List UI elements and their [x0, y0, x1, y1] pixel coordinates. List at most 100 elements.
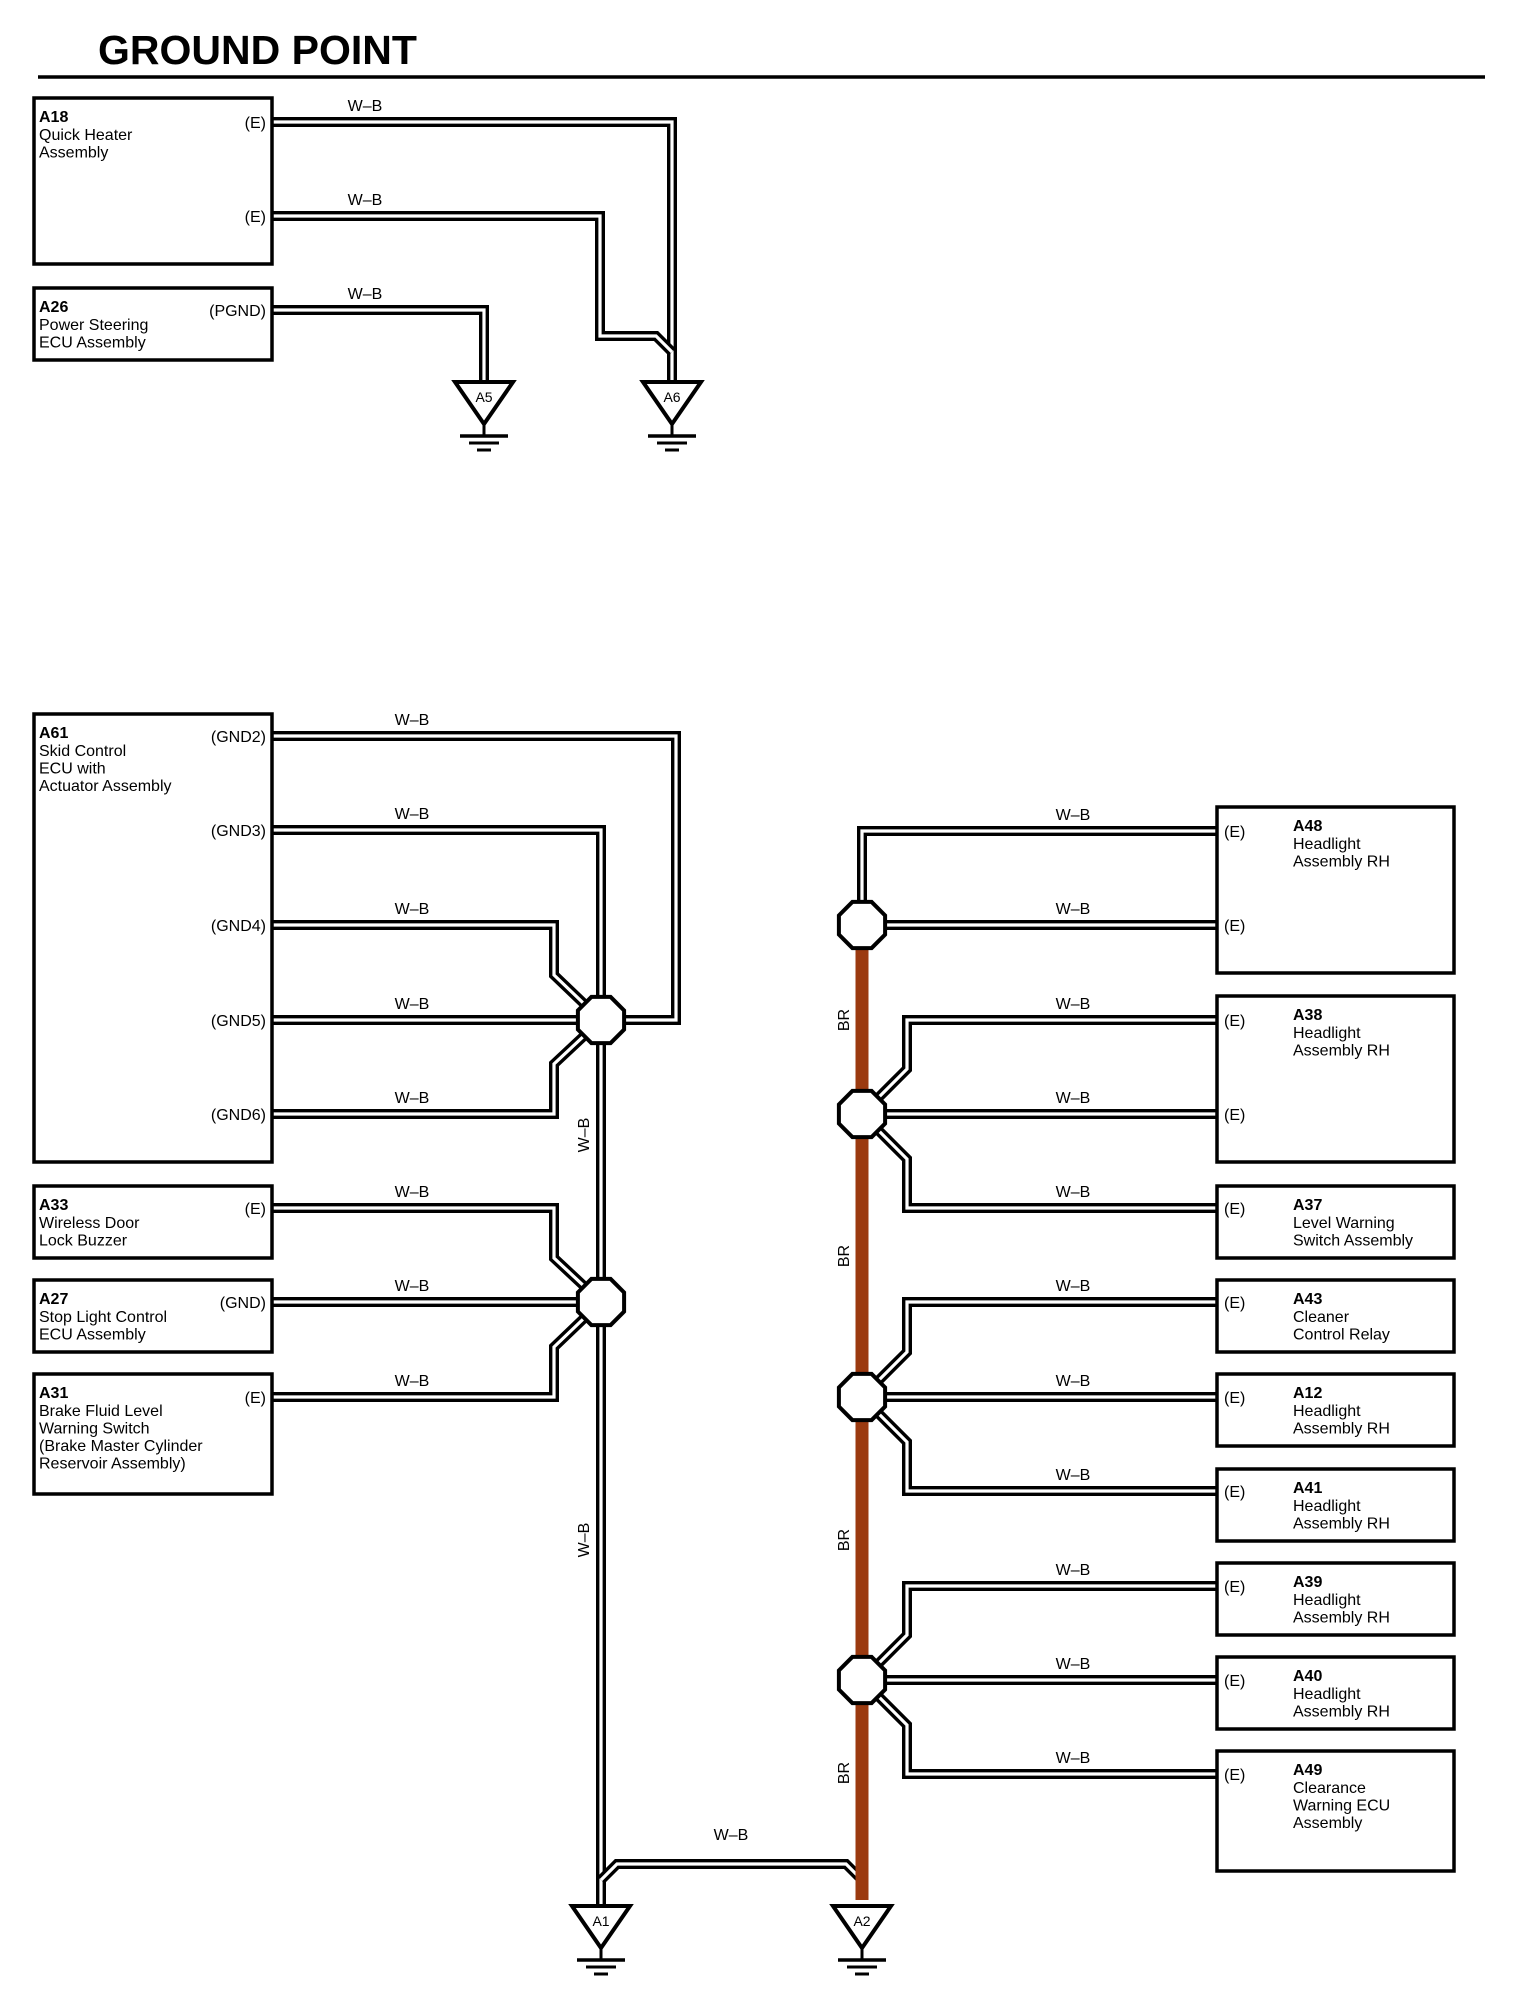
wire-color-label: W–B — [395, 996, 430, 1013]
wire-labels-layer: W–B W–B W–B W–B W–B W–B W–B W–B W–B W–B W–B W–B W–B W… — [348, 98, 1091, 1844]
component-description: Power Steering — [39, 317, 148, 334]
component-code: A48 — [1293, 818, 1322, 835]
pin-label: (E) — [245, 1201, 266, 1218]
ground-point-a5: A5 — [451, 380, 517, 452]
wire-a38-e1 — [858, 1015, 1217, 1118]
wire-color-label: W–B — [1056, 807, 1091, 824]
component-description: ECU with — [39, 761, 106, 778]
wire-color-label: W–B — [1056, 901, 1091, 918]
component-description: Assembly RH — [1293, 854, 1390, 871]
wire-color-label: BR — [836, 1762, 853, 1784]
component-code: A40 — [1293, 1668, 1322, 1685]
pin-label: (E) — [1224, 1201, 1245, 1218]
component-description: Assembly — [39, 145, 108, 162]
pin-label: (E) — [1224, 1673, 1245, 1690]
wire-color-label: W–B — [395, 1278, 430, 1295]
wire-color-label: W–B — [576, 1118, 593, 1153]
component-description: Assembly RH — [1293, 1421, 1390, 1438]
wire-color-label: W–B — [348, 98, 383, 115]
component-code: A43 — [1293, 1291, 1322, 1308]
pin-label: (E) — [1224, 1013, 1245, 1030]
pin-label: (E) — [1224, 1107, 1245, 1124]
page-title: GROUND POINT — [98, 27, 417, 73]
component-code: A61 — [39, 725, 68, 742]
component-description: Brake Fluid Level — [39, 1403, 163, 1420]
component-description: ECU Assembly — [39, 335, 146, 352]
wire-color-label: W–B — [1056, 1562, 1091, 1579]
wire-color-label: BR — [836, 1529, 853, 1551]
wire-color-label: W–B — [395, 901, 430, 918]
splice-junction — [836, 1654, 888, 1706]
ground-point-a2: A2 — [829, 1904, 895, 1976]
ground-point-label: A5 — [475, 389, 492, 405]
ground-point-label: A2 — [853, 1913, 870, 1929]
splice-junction — [575, 994, 627, 1046]
component-description: Warning Switch — [39, 1421, 150, 1438]
component-description: (Brake Master Cylinder — [39, 1438, 203, 1455]
component-description: Assembly RH — [1293, 1610, 1390, 1627]
wire-color-label: W–B — [1056, 1090, 1091, 1107]
wire-a39-e — [858, 1581, 1217, 1684]
component-description: Stop Light Control — [39, 1309, 167, 1326]
component-description: Lock Buzzer — [39, 1233, 128, 1250]
component-code: A41 — [1293, 1480, 1322, 1497]
pin-label: (GND3) — [211, 823, 266, 840]
pin-label: (E) — [1224, 1390, 1245, 1407]
wire-color-label: W–B — [1056, 996, 1091, 1013]
wire-color-label: BR — [836, 1009, 853, 1031]
pin-label: (E) — [245, 115, 266, 132]
wire-a1-to-a2-bridge — [597, 1859, 866, 1884]
component-description: Quick Heater — [39, 127, 133, 144]
pin-label: (GND4) — [211, 918, 266, 935]
component-description: Assembly RH — [1293, 1704, 1390, 1721]
wire-a41-e — [858, 1393, 1217, 1496]
component-description: Cleaner — [1293, 1309, 1350, 1326]
pin-label: (E) — [1224, 1767, 1245, 1784]
splices-layer — [575, 899, 888, 1706]
component-code: A12 — [1293, 1385, 1322, 1402]
wire-color-label: W–B — [1056, 1467, 1091, 1484]
component-description: Headlight — [1293, 1686, 1361, 1703]
pin-label: (GND) — [220, 1295, 266, 1312]
pin-label: (E) — [1224, 918, 1245, 935]
wire-color-label: W–B — [395, 712, 430, 729]
pin-label: (E) — [1224, 1484, 1245, 1501]
wire-color-label: W–B — [714, 1827, 749, 1844]
wire-a61-gnd2 — [272, 731, 681, 1025]
component-description: Headlight — [1293, 836, 1361, 853]
wire-color-label: W–B — [395, 806, 430, 823]
pin-label: (GND6) — [211, 1107, 266, 1124]
wire-a33-e — [272, 1203, 605, 1306]
wire-color-label: W–B — [348, 286, 383, 303]
splice-junction — [836, 1088, 888, 1140]
component-description: Headlight — [1293, 1498, 1361, 1515]
ground-point-a1: A1 — [568, 1904, 634, 1976]
component-description: Headlight — [1293, 1025, 1361, 1042]
wire-a26-pgnd-to-a5 — [272, 305, 489, 382]
component-description: Warning ECU — [1293, 1798, 1390, 1815]
wire-color-label: W–B — [576, 1523, 593, 1558]
component-description: Headlight — [1293, 1403, 1361, 1420]
component-description: Switch Assembly — [1293, 1233, 1413, 1250]
component-description: Reservoir Assembly) — [39, 1456, 186, 1473]
wire-a48-e1 — [857, 826, 1217, 925]
pin-label: (PGND) — [209, 303, 266, 320]
component-description: Wireless Door — [39, 1215, 140, 1232]
wire-a31-e — [272, 1298, 605, 1402]
wire-color-label: W–B — [1056, 1184, 1091, 1201]
splice-junction — [575, 1276, 627, 1328]
splice-junction — [836, 1371, 888, 1423]
component-description: Level Warning — [1293, 1215, 1395, 1232]
component-description: Assembly — [1293, 1815, 1362, 1832]
component-code: A38 — [1293, 1007, 1322, 1024]
wire-a49-e — [858, 1676, 1217, 1779]
